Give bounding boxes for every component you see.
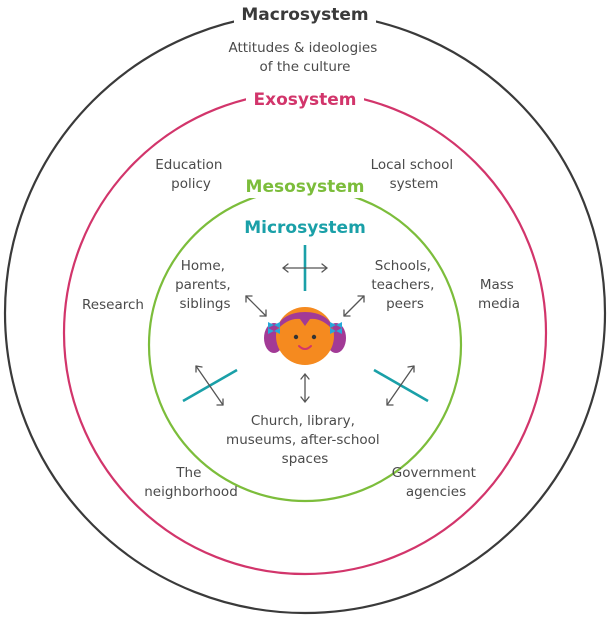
micro-item-church: Church, library, museums, after-school s… (226, 413, 384, 467)
double-arrow-top (282, 263, 328, 273)
micro-item-home: Home, parents, siblings (175, 258, 235, 312)
double-arrow-left (195, 365, 224, 406)
macrosystem-title: Macrosystem (241, 5, 368, 25)
label-line: Research (82, 297, 144, 313)
label-line: Schools, (375, 258, 431, 274)
mesosystem-title: Mesosystem (246, 177, 365, 197)
face (276, 307, 334, 365)
left-bow (268, 322, 280, 334)
label-line: teachers, (371, 277, 434, 293)
exo-item-mass-media: Mass media (478, 277, 520, 312)
label-line: media (478, 296, 520, 312)
exosystem-title: Exosystem (254, 90, 357, 110)
right-bow (330, 322, 342, 334)
label-line: Government (392, 465, 476, 481)
label-line: agencies (406, 484, 466, 500)
label-line: museums, after-school (226, 432, 380, 448)
right-eye (311, 334, 317, 340)
macrosystem-title-bg (234, 1, 376, 27)
label-line: Church, library, (251, 413, 355, 429)
double-arrow-church (300, 373, 310, 403)
exo-item-education-policy: Education policy (155, 157, 227, 192)
exo-item-research: Research (82, 297, 144, 313)
double-arrow-right (386, 365, 415, 406)
label-line: spaces (282, 451, 329, 467)
label-line: The (175, 465, 201, 481)
macrosystem-description: Attitudes & ideologies of the culture (228, 40, 381, 75)
exo-item-government-agencies: Government agencies (392, 465, 481, 500)
label-line: parents, (175, 277, 231, 293)
label-line: Education (155, 157, 222, 173)
child-face-icon (264, 307, 346, 365)
label-line: Mass (480, 277, 514, 293)
macrosystem-description-line: Attitudes & ideologies (228, 40, 377, 56)
label-line: peers (386, 296, 424, 312)
label-line: siblings (179, 296, 230, 312)
label-line: neighborhood (144, 484, 238, 500)
label-line: policy (171, 176, 211, 192)
label-line: Home, (181, 258, 225, 274)
label-line: Local school (371, 157, 454, 173)
exo-item-local-school-system: Local school system (371, 157, 458, 192)
label-line: system (390, 176, 439, 192)
microsystem-title: Microsystem (244, 218, 366, 238)
left-eye (293, 334, 299, 340)
exosystem-title-bg (246, 86, 364, 112)
hair-top (277, 312, 333, 330)
double-arrow-schools (343, 295, 365, 317)
mouth (298, 345, 312, 350)
macrosystem-description-line: of the culture (260, 59, 351, 75)
exo-item-neighborhood: The neighborhood (144, 465, 238, 500)
mesosystem-title-bg (240, 174, 370, 198)
double-arrow-home (245, 295, 267, 317)
micro-item-schools: Schools, teachers, peers (371, 258, 438, 312)
